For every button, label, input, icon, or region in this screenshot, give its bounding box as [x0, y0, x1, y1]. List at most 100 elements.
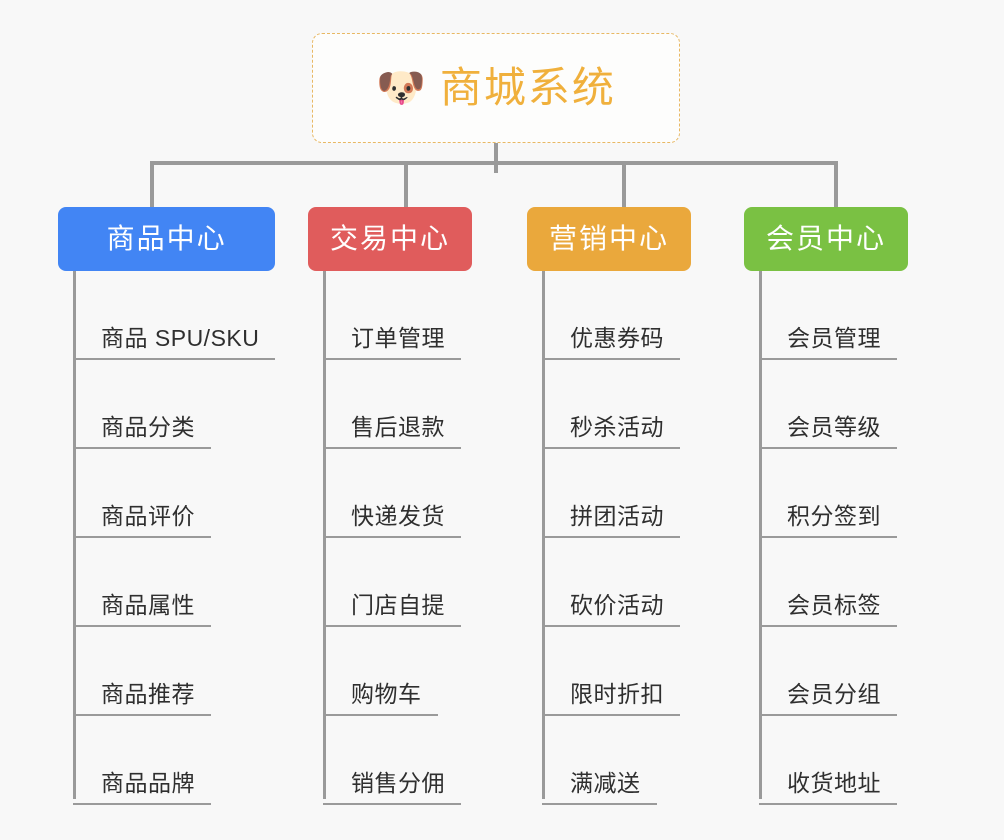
leaf-list: 优惠券码秒杀活动拼团活动砍价活动限时折扣满减送 — [542, 271, 691, 805]
category-box-member-center[interactable]: 会员中心 — [744, 207, 909, 271]
leaf-rail-member-center: 会员管理会员等级积分签到会员标签会员分组收货地址 — [759, 271, 908, 805]
leaf-underline: 订单管理 — [323, 327, 461, 360]
leaf-item[interactable]: 会员等级 — [759, 360, 908, 449]
category-label: 营销中心 — [549, 223, 670, 254]
connector-drop-3 — [622, 161, 626, 209]
leaf-item[interactable]: 秒杀活动 — [542, 360, 691, 449]
leaf-item[interactable]: 商品 SPU/SKU — [73, 271, 276, 360]
leaf-label: 会员等级 — [787, 414, 881, 440]
leaf-label: 购物车 — [351, 681, 422, 707]
connector-spine — [323, 271, 326, 799]
leaf-label: 会员管理 — [787, 325, 881, 351]
leaf-label: 拼团活动 — [570, 503, 664, 529]
connector-horizontal-bus — [150, 161, 838, 165]
branch-marketing-center: 营销中心优惠券码秒杀活动拼团活动砍价活动限时折扣满减送 — [527, 207, 692, 805]
leaf-rail-marketing-center: 优惠券码秒杀活动拼团活动砍价活动限时折扣满减送 — [542, 271, 691, 805]
connector-spine — [73, 271, 76, 799]
leaf-item[interactable]: 满减送 — [542, 716, 691, 805]
leaf-underline: 秒杀活动 — [542, 416, 680, 449]
leaf-underline: 商品评价 — [73, 505, 211, 538]
dog-face-icon: 🐶 — [376, 66, 426, 110]
leaf-label: 商品品牌 — [101, 770, 195, 796]
leaf-underline: 购物车 — [323, 683, 438, 716]
root-title: 商城系统 — [439, 64, 616, 111]
connector-drop-4 — [834, 161, 838, 209]
leaf-list: 会员管理会员等级积分签到会员标签会员分组收货地址 — [759, 271, 908, 805]
category-box-marketing-center[interactable]: 营销中心 — [527, 207, 692, 271]
leaf-label: 门店自提 — [351, 592, 445, 618]
leaf-underline: 商品推荐 — [73, 683, 211, 716]
leaf-underline: 满减送 — [542, 772, 657, 805]
leaf-label: 收货地址 — [787, 770, 881, 796]
leaf-label: 商品评价 — [101, 503, 195, 529]
connector-spine — [759, 271, 762, 799]
leaf-label: 销售分佣 — [351, 770, 445, 796]
connector-drop-1 — [150, 161, 154, 209]
leaf-item[interactable]: 快递发货 — [323, 449, 472, 538]
leaf-underline: 会员等级 — [759, 416, 897, 449]
leaf-item[interactable]: 商品分类 — [73, 360, 275, 449]
leaf-label: 订单管理 — [351, 325, 445, 351]
leaf-item[interactable]: 收货地址 — [759, 716, 908, 805]
connector-spine — [542, 271, 545, 799]
leaf-rail-product-center: 商品 SPU/SKU 商品分类商品评价商品属性商品推荐商品品牌 — [73, 271, 276, 805]
leaf-label: 积分签到 — [787, 503, 881, 529]
leaf-label: 优惠券码 — [570, 325, 664, 351]
category-label: 会员中心 — [766, 223, 887, 254]
leaf-label: 商品推荐 — [101, 681, 195, 707]
leaf-label: 商品分类 — [101, 414, 195, 440]
leaf-item[interactable]: 优惠券码 — [542, 271, 691, 360]
branch-trade-center: 交易中心订单管理售后退款快递发货门店自提购物车销售分佣 — [308, 207, 473, 805]
leaf-item[interactable]: 积分签到 — [759, 449, 908, 538]
leaf-underline: 商品属性 — [73, 594, 211, 627]
category-label: 交易中心 — [330, 223, 451, 254]
leaf-label: 会员标签 — [787, 592, 881, 618]
leaf-label: 砍价活动 — [570, 592, 664, 618]
connector-root-stem — [494, 143, 498, 173]
connector-drop-2 — [404, 161, 408, 209]
leaf-underline: 积分签到 — [759, 505, 897, 538]
leaf-item[interactable]: 商品属性 — [73, 538, 275, 627]
branch-product-center: 商品中心商品 SPU/SKU 商品分类商品评价商品属性商品推荐商品品牌 — [58, 207, 276, 805]
leaf-item[interactable]: 门店自提 — [323, 538, 472, 627]
leaf-item[interactable]: 订单管理 — [323, 271, 472, 360]
leaf-item[interactable]: 商品品牌 — [73, 716, 275, 805]
leaf-item[interactable]: 售后退款 — [323, 360, 472, 449]
leaf-underline: 快递发货 — [323, 505, 461, 538]
leaf-item[interactable]: 砍价活动 — [542, 538, 691, 627]
category-box-product-center[interactable]: 商品中心 — [58, 207, 276, 271]
leaf-item[interactable]: 会员标签 — [759, 538, 908, 627]
leaf-rail-trade-center: 订单管理售后退款快递发货门店自提购物车销售分佣 — [323, 271, 472, 805]
leaf-underline: 会员分组 — [759, 683, 897, 716]
category-box-trade-center[interactable]: 交易中心 — [308, 207, 473, 271]
leaf-underline: 会员标签 — [759, 594, 897, 627]
leaf-underline: 售后退款 — [323, 416, 461, 449]
category-label: 商品中心 — [106, 223, 227, 254]
leaf-underline: 门店自提 — [323, 594, 461, 627]
leaf-item[interactable]: 购物车 — [323, 627, 472, 716]
leaf-label: 商品 SPU/SKU — [101, 325, 260, 351]
leaf-label: 满减送 — [570, 770, 641, 796]
branch-member-center: 会员中心会员管理会员等级积分签到会员标签会员分组收货地址 — [744, 207, 909, 805]
leaf-label: 快递发货 — [351, 503, 445, 529]
leaf-list: 商品 SPU/SKU 商品分类商品评价商品属性商品推荐商品品牌 — [73, 271, 276, 805]
leaf-item[interactable]: 商品推荐 — [73, 627, 275, 716]
leaf-item[interactable]: 拼团活动 — [542, 449, 691, 538]
leaf-underline: 砍价活动 — [542, 594, 680, 627]
leaf-label: 限时折扣 — [570, 681, 664, 707]
leaf-item[interactable]: 会员管理 — [759, 271, 908, 360]
leaf-underline: 优惠券码 — [542, 327, 680, 360]
leaf-underline: 商品分类 — [73, 416, 211, 449]
root-node[interactable]: 🐶 商城系统 — [312, 33, 680, 143]
leaf-label: 商品属性 — [101, 592, 195, 618]
leaf-underline: 销售分佣 — [323, 772, 461, 805]
leaf-label: 秒杀活动 — [570, 414, 664, 440]
leaf-item[interactable]: 销售分佣 — [323, 716, 472, 805]
leaf-underline: 商品品牌 — [73, 772, 211, 805]
leaf-item[interactable]: 会员分组 — [759, 627, 908, 716]
leaf-label: 会员分组 — [787, 681, 881, 707]
leaf-item[interactable]: 限时折扣 — [542, 627, 691, 716]
leaf-underline: 拼团活动 — [542, 505, 680, 538]
leaf-item[interactable]: 商品评价 — [73, 449, 275, 538]
